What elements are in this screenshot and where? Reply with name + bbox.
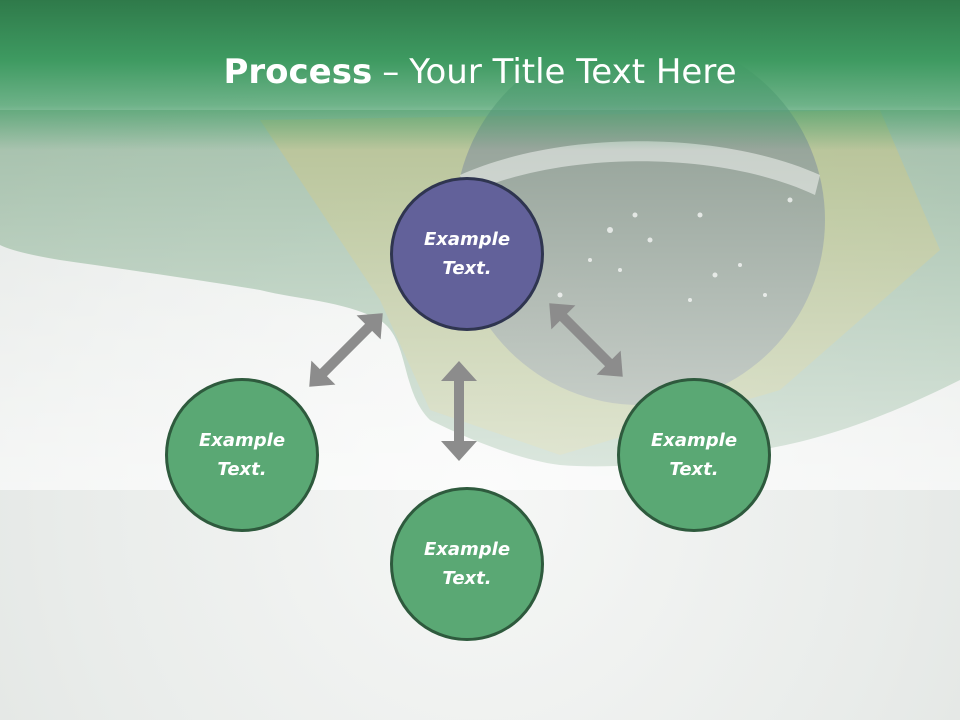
node-label: Example Text. [650,430,738,480]
title-separator: – [382,52,400,92]
title-bold-part: Process [223,52,373,92]
arrow-top-left [309,313,383,387]
arrow-top-right [549,303,623,377]
node-label: Example Text. [198,430,286,480]
title-text: Your Title Text Here [409,52,737,92]
slide-title: Process–Your Title Text Here [0,52,960,92]
title-bar [0,0,960,150]
process-node-right[interactable]: Example Text. [617,378,771,532]
process-node-top[interactable]: Example Text. [390,177,544,331]
node-label: Example Text. [423,229,511,279]
process-node-bottom[interactable]: Example Text. [390,487,544,641]
arrow-vertical [441,361,477,461]
node-label: Example Text. [423,539,511,589]
process-node-left[interactable]: Example Text. [165,378,319,532]
